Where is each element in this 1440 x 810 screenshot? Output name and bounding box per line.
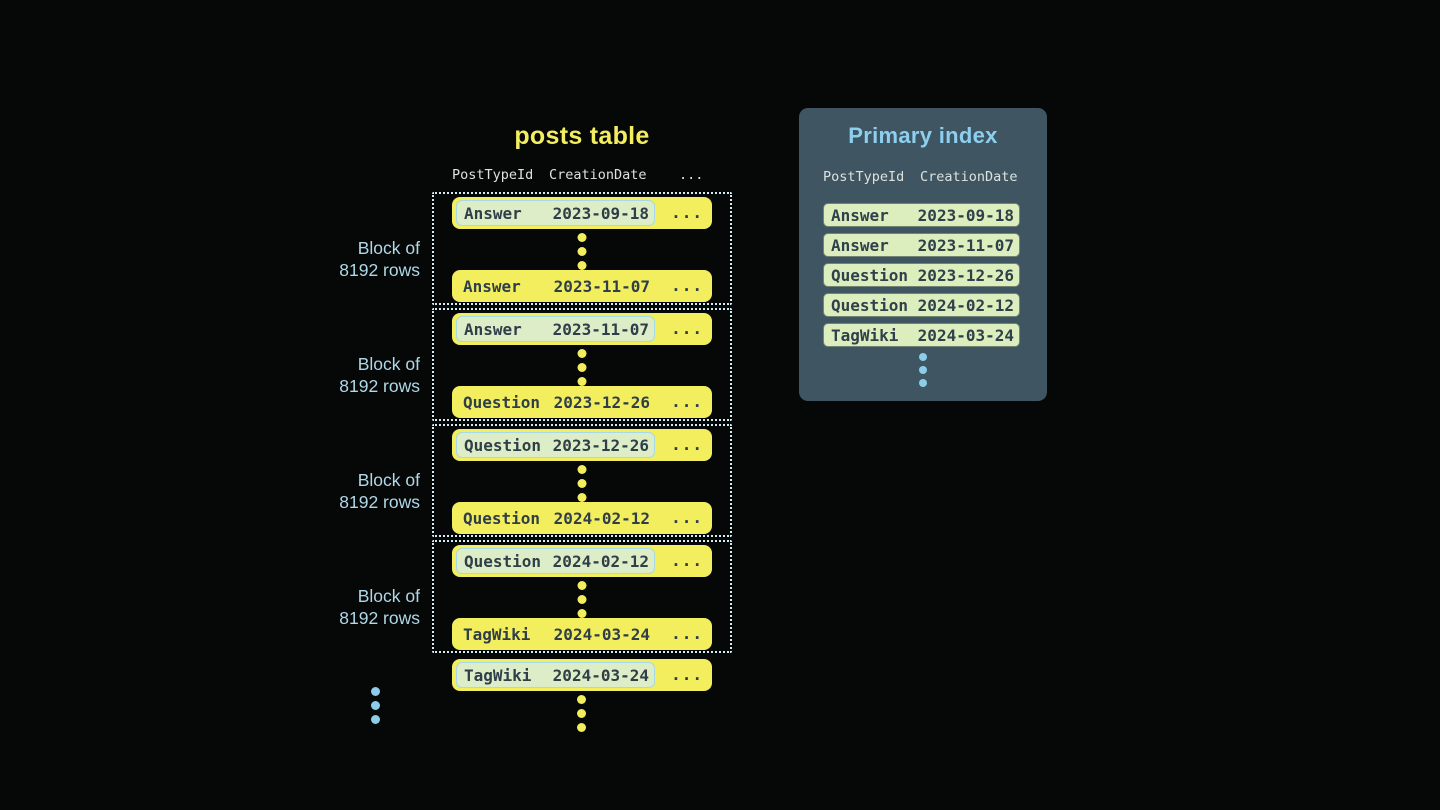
more-columns-ellipsis: ... bbox=[671, 624, 703, 643]
more-columns-ellipsis: ... bbox=[671, 435, 703, 454]
creation-date-cell: 2024-03-24 bbox=[552, 665, 649, 685]
creation-date-cell: 2024-02-12 bbox=[917, 295, 1014, 315]
block-size-label-line1: Block of bbox=[357, 470, 420, 490]
creation-date-cell: 2023-12-26 bbox=[917, 265, 1014, 285]
more-columns-ellipsis: ... bbox=[671, 665, 703, 684]
post-type-cell: Question bbox=[463, 392, 541, 412]
creation-date-cell: 2024-03-24 bbox=[553, 624, 650, 644]
creation-date-cell: 2024-03-24 bbox=[917, 325, 1014, 345]
posts-table-header-posttypeid: PostTypeId bbox=[452, 167, 534, 183]
creation-date-cell: 2023-09-18 bbox=[917, 205, 1014, 225]
creation-date-cell: 2023-11-07 bbox=[917, 235, 1014, 255]
post-type-cell: TagWiki bbox=[463, 624, 531, 644]
block-4-last-row: TagWiki 2024-03-24 ... bbox=[452, 618, 712, 650]
primary-index-title: Primary index bbox=[848, 123, 998, 148]
table-block-2: Answer 2023-11-07 ... Question 2023-12-2… bbox=[432, 308, 732, 421]
post-type-cell: Answer bbox=[831, 235, 889, 255]
more-blocks-ellipsis-dots bbox=[371, 687, 380, 724]
creation-date-cell: 2023-09-18 bbox=[552, 203, 649, 223]
block-size-label-line2: 8192 rows bbox=[339, 375, 420, 396]
posts-table-header-more-columns: ... bbox=[679, 167, 704, 183]
block-3-first-row: Question 2023-12-26 ... bbox=[452, 429, 712, 461]
creation-date-cell: 2023-11-07 bbox=[552, 319, 649, 339]
primary-index-header-creationdate: CreationDate bbox=[920, 169, 1018, 185]
posts-table-title: posts table bbox=[514, 122, 650, 150]
post-type-cell: Answer bbox=[464, 203, 522, 223]
table-block-1: Answer 2023-09-18 ... Answer 2023-11-07 … bbox=[432, 192, 732, 305]
posts-table-header-creationdate: CreationDate bbox=[549, 167, 647, 183]
row-cells: Question 2023-12-26 bbox=[456, 389, 655, 415]
hidden-rows-ellipsis-dots bbox=[577, 233, 587, 270]
post-type-cell: Question bbox=[831, 265, 909, 285]
block-4-first-row: Question 2024-02-12 ... bbox=[452, 545, 712, 577]
post-type-cell: TagWiki bbox=[831, 325, 899, 345]
index-row: Answer 2023-09-18 bbox=[823, 203, 1020, 227]
index-entry-highlight: Question 2024-02-12 bbox=[456, 548, 655, 574]
creation-date-cell: 2024-02-12 bbox=[552, 551, 649, 571]
hidden-rows-ellipsis-dots bbox=[577, 581, 587, 618]
block-size-label: Block of 8192 rows bbox=[339, 354, 420, 397]
row-cells: Question 2024-02-12 bbox=[456, 505, 655, 531]
block-size-label-line2: 8192 rows bbox=[339, 607, 420, 628]
row-cells: Answer 2023-11-07 bbox=[456, 273, 655, 299]
table-block-4: Question 2024-02-12 ... TagWiki 2024-03-… bbox=[432, 540, 732, 653]
post-type-cell: Answer bbox=[463, 276, 521, 296]
index-row: Question 2023-12-26 bbox=[823, 263, 1020, 287]
block-size-label: Block of 8192 rows bbox=[339, 238, 420, 281]
block-3-last-row: Question 2024-02-12 ... bbox=[452, 502, 712, 534]
hidden-rows-ellipsis-dots bbox=[577, 349, 587, 386]
index-row: Answer 2023-11-07 bbox=[823, 233, 1020, 257]
more-index-entries-ellipsis-dots bbox=[919, 353, 927, 387]
index-entry-highlight: Question 2023-12-26 bbox=[456, 432, 655, 458]
post-type-cell: TagWiki bbox=[464, 665, 532, 685]
more-columns-ellipsis: ... bbox=[671, 203, 703, 222]
index-entry-highlight: Answer 2023-11-07 bbox=[456, 316, 655, 342]
index-row: Question 2024-02-12 bbox=[823, 293, 1020, 317]
block-size-label-line1: Block of bbox=[357, 238, 420, 258]
post-type-cell: Question bbox=[464, 435, 542, 455]
more-columns-ellipsis: ... bbox=[671, 319, 703, 338]
primary-index-header-posttypeid: PostTypeId bbox=[823, 169, 905, 185]
block-2-last-row: Question 2023-12-26 ... bbox=[452, 386, 712, 418]
post-type-cell: Question bbox=[463, 508, 541, 528]
post-type-cell: Answer bbox=[464, 319, 522, 339]
block-1-first-row: Answer 2023-09-18 ... bbox=[452, 197, 712, 229]
block-size-label-line1: Block of bbox=[357, 354, 420, 374]
primary-index-panel: Primary index PostTypeId CreationDate An… bbox=[799, 108, 1047, 401]
block-size-label-line2: 8192 rows bbox=[339, 491, 420, 512]
block-size-label-line1: Block of bbox=[357, 586, 420, 606]
block-size-label-line2: 8192 rows bbox=[339, 259, 420, 280]
block-1-last-row: Answer 2023-11-07 ... bbox=[452, 270, 712, 302]
creation-date-cell: 2023-12-26 bbox=[553, 392, 650, 412]
index-row: TagWiki 2024-03-24 bbox=[823, 323, 1020, 347]
post-type-cell: Question bbox=[831, 295, 909, 315]
more-columns-ellipsis: ... bbox=[671, 276, 703, 295]
post-type-cell: Question bbox=[464, 551, 542, 571]
next-block-first-row: TagWiki 2024-03-24 ... bbox=[452, 659, 712, 691]
more-rows-ellipsis-dots bbox=[577, 695, 586, 732]
more-columns-ellipsis: ... bbox=[671, 508, 703, 527]
more-columns-ellipsis: ... bbox=[671, 392, 703, 411]
block-size-label: Block of 8192 rows bbox=[339, 586, 420, 629]
creation-date-cell: 2023-11-07 bbox=[553, 276, 650, 296]
row-cells: TagWiki 2024-03-24 bbox=[456, 621, 655, 647]
hidden-rows-ellipsis-dots bbox=[577, 465, 587, 502]
creation-date-cell: 2024-02-12 bbox=[553, 508, 650, 528]
index-entry-highlight: Answer 2023-09-18 bbox=[456, 200, 655, 226]
block-size-label: Block of 8192 rows bbox=[339, 470, 420, 513]
index-entry-highlight: TagWiki 2024-03-24 bbox=[456, 662, 655, 688]
block-2-first-row: Answer 2023-11-07 ... bbox=[452, 313, 712, 345]
more-columns-ellipsis: ... bbox=[671, 551, 703, 570]
creation-date-cell: 2023-12-26 bbox=[552, 435, 649, 455]
post-type-cell: Answer bbox=[831, 205, 889, 225]
table-block-3: Question 2023-12-26 ... Question 2024-02… bbox=[432, 424, 732, 537]
